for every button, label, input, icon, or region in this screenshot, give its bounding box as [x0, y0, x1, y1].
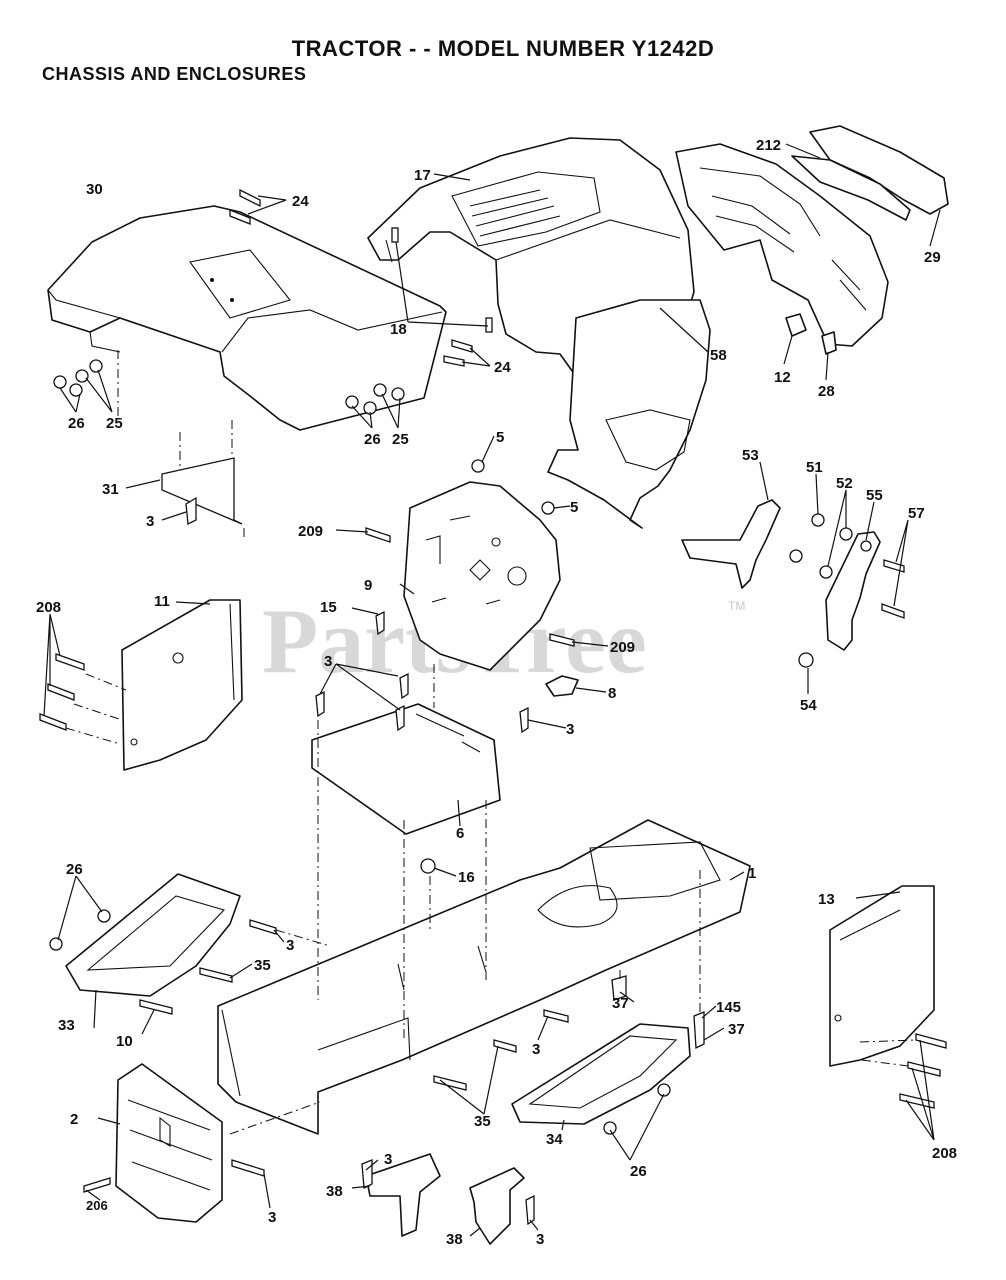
- callout-37-b: 37: [728, 1021, 745, 1038]
- leader-lines: [43, 143, 941, 1237]
- callout-5-right: 5: [570, 499, 578, 516]
- callout-209-bottom: 209: [610, 639, 635, 656]
- callout-37-a: 37: [612, 995, 629, 1012]
- callout-3-f: 3: [268, 1209, 276, 1226]
- callout-labels: 17 212 29 30 24 24 18 12 28 58 26 25 26 …: [36, 137, 957, 1248]
- callout-26-left: 26: [68, 415, 85, 432]
- callout-33: 33: [58, 1017, 75, 1034]
- callout-52: 52: [836, 475, 853, 492]
- part-30-rear-fender[interactable]: [47, 205, 447, 431]
- callout-26-mid: 26: [364, 431, 381, 448]
- callout-5-top: 5: [496, 429, 504, 446]
- part-212-grille[interactable]: [675, 143, 889, 347]
- callout-51: 51: [806, 459, 823, 476]
- part-54-nut[interactable]: [798, 652, 814, 668]
- part-38-bracket-b[interactable]: [469, 1167, 525, 1245]
- callout-13: 13: [818, 891, 835, 908]
- callout-3-a: 3: [146, 513, 154, 530]
- callout-30: 30: [86, 181, 103, 198]
- callout-2: 2: [70, 1111, 78, 1128]
- part-6-floor-plate[interactable]: [311, 703, 501, 835]
- part-52-washer-a[interactable]: [839, 527, 853, 541]
- part-34-footrest-right[interactable]: [511, 1023, 691, 1125]
- section-subtitle: CHASSIS AND ENCLOSURES: [42, 64, 307, 84]
- part-57-bolt-a[interactable]: [883, 559, 905, 573]
- callout-6: 6: [456, 825, 464, 842]
- callout-31: 31: [102, 481, 119, 498]
- part-55-bracket[interactable]: [825, 531, 881, 651]
- callout-9: 9: [364, 577, 372, 594]
- part-1-main-frame[interactable]: [217, 819, 751, 1135]
- callout-206: 206: [86, 1198, 108, 1213]
- part-13-side-panel-right[interactable]: [829, 885, 935, 1067]
- part-29-headlight-lens[interactable]: [791, 125, 949, 221]
- part-53-bracket[interactable]: [681, 499, 781, 589]
- callout-38-b: 38: [446, 1231, 463, 1248]
- page-title: TRACTOR - - MODEL NUMBER Y1242D: [291, 36, 715, 61]
- callout-57: 57: [908, 505, 925, 522]
- callout-58: 58: [710, 347, 727, 364]
- part-9-dash-panel[interactable]: [403, 481, 561, 671]
- callout-145: 145: [716, 999, 741, 1016]
- part-18-pin-b[interactable]: [485, 317, 493, 333]
- callout-3-d: 3: [286, 937, 294, 954]
- callout-3-h: 3: [536, 1231, 544, 1248]
- callout-24-top: 24: [292, 193, 309, 210]
- callout-35-bottom: 35: [474, 1113, 491, 1130]
- hardware-bolts-and-nuts: [39, 188, 947, 1226]
- part-57-bolt-b[interactable]: [881, 603, 905, 619]
- callout-208-right: 208: [932, 1145, 957, 1162]
- part-52-washer-b[interactable]: [819, 565, 833, 579]
- callout-38-a: 38: [326, 1183, 343, 1200]
- callout-11: 11: [154, 593, 170, 610]
- callout-26-lower-right: 26: [630, 1163, 647, 1180]
- callout-26-lower-left: 26: [66, 861, 83, 878]
- callout-25-mid: 25: [392, 431, 409, 448]
- callout-3-g: 3: [384, 1151, 392, 1168]
- part-51-nut-b[interactable]: [789, 549, 803, 563]
- callout-28: 28: [818, 383, 835, 400]
- callout-35-left: 35: [254, 957, 271, 974]
- callout-16: 16: [458, 869, 475, 886]
- callout-24-mid: 24: [494, 359, 511, 376]
- callout-3-c: 3: [566, 721, 574, 738]
- callout-3-b: 3: [324, 653, 332, 670]
- callout-212: 212: [756, 137, 781, 154]
- callout-29: 29: [924, 249, 941, 266]
- callout-1: 1: [748, 865, 756, 882]
- part-51-nut-a[interactable]: [811, 513, 825, 527]
- callout-209-top: 209: [298, 523, 323, 540]
- callout-17: 17: [414, 167, 431, 184]
- part-38-bracket-a[interactable]: [365, 1153, 441, 1237]
- callout-34: 34: [546, 1131, 563, 1148]
- callout-208-left: 208: [36, 599, 61, 616]
- callout-54: 54: [800, 697, 817, 714]
- part-58-heat-shield[interactable]: [547, 299, 711, 529]
- callout-3-e: 3: [532, 1041, 540, 1058]
- part-12-clip[interactable]: [785, 313, 807, 337]
- part-8-clamp[interactable]: [545, 675, 579, 697]
- callout-12: 12: [774, 369, 791, 386]
- callout-53: 53: [742, 447, 759, 464]
- part-11-side-panel-left[interactable]: [121, 599, 243, 771]
- callout-15: 15: [320, 599, 337, 616]
- callout-25-left: 25: [106, 415, 123, 432]
- callout-18: 18: [390, 321, 407, 338]
- callout-8: 8: [608, 685, 616, 702]
- part-33-footrest-left[interactable]: [65, 873, 241, 997]
- watermark-tm: TM: [728, 599, 745, 613]
- callout-55: 55: [866, 487, 883, 504]
- callout-10: 10: [116, 1033, 133, 1050]
- part-18-pin-a[interactable]: [391, 227, 399, 243]
- part-28-bracket[interactable]: [821, 331, 837, 355]
- alignment-lines: [65, 350, 917, 1135]
- part-2-rear-panel[interactable]: [115, 1063, 223, 1223]
